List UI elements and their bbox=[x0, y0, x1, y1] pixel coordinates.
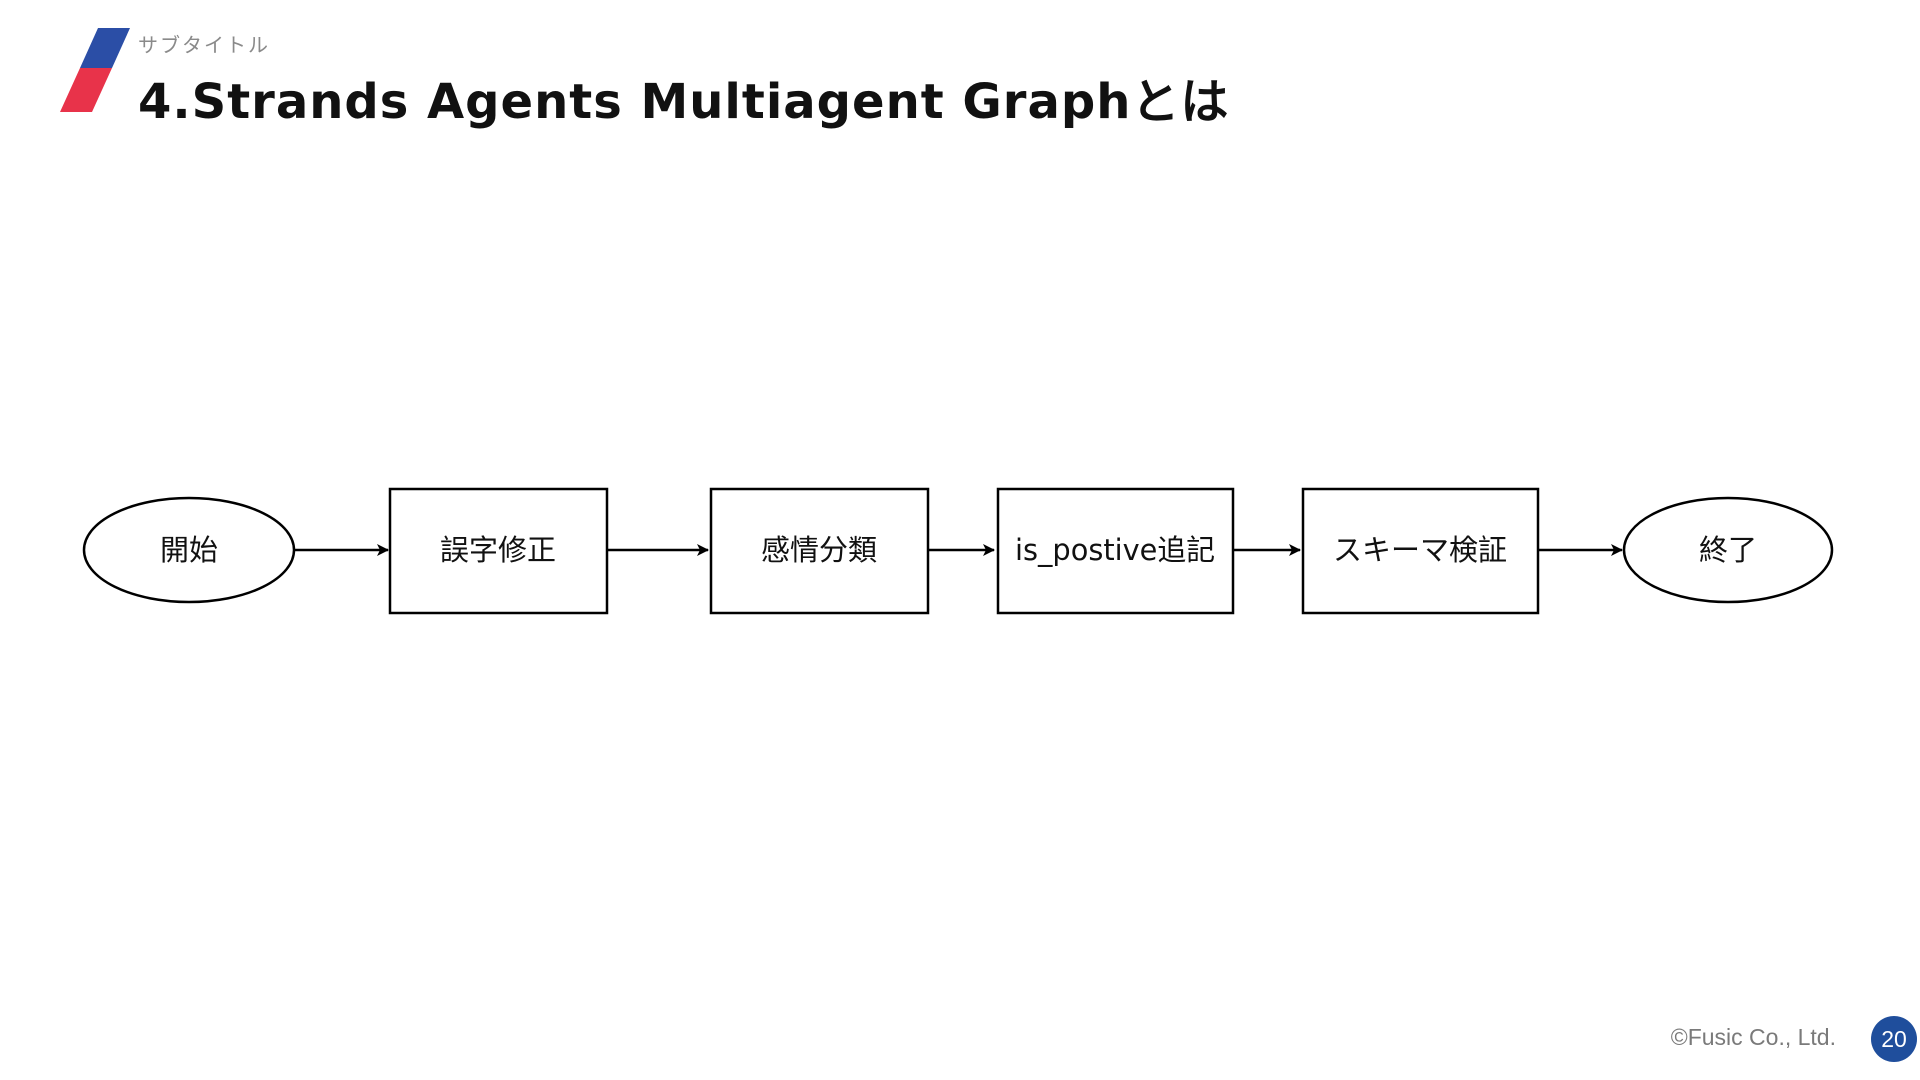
node-schema-check-shape bbox=[1301, 487, 1540, 615]
node-sentiment: 感情分類 bbox=[709, 487, 930, 615]
page-title: 4.Strands Agents Multiagent Graphとは bbox=[138, 74, 1230, 130]
node-sentiment-shape bbox=[709, 487, 930, 615]
logo-top-stripe bbox=[80, 28, 130, 68]
node-end-shape bbox=[1622, 496, 1834, 604]
page-subtitle: サブタイトル bbox=[138, 33, 270, 57]
slash-logo-icon bbox=[60, 28, 130, 112]
logo-bottom-stripe bbox=[60, 68, 112, 112]
node-typo-fix: 誤字修正 bbox=[388, 487, 609, 615]
node-start: 開始 bbox=[82, 496, 296, 604]
node-typo-fix-label: 誤字修正 bbox=[440, 533, 556, 567]
node-schema-check-label: スキーマ検証 bbox=[1333, 533, 1507, 567]
page-number-badge: 20 bbox=[1871, 1016, 1917, 1062]
node-typo-fix-shape bbox=[388, 487, 609, 615]
node-is-positive: is_postive追記 bbox=[996, 487, 1235, 615]
node-schema-check: スキーマ検証 bbox=[1301, 487, 1540, 615]
node-end-label: 終了 bbox=[1699, 533, 1757, 567]
node-start-shape bbox=[82, 496, 296, 604]
footer-copyright: ©Fusic Co., Ltd. bbox=[1670, 1024, 1836, 1050]
node-sentiment-label: 感情分類 bbox=[761, 533, 877, 567]
node-is-positive-label: is_postive追記 bbox=[1015, 533, 1215, 567]
node-is-positive-shape bbox=[996, 487, 1235, 615]
node-start-label: 開始 bbox=[160, 533, 218, 567]
node-end: 終了 bbox=[1622, 496, 1834, 604]
